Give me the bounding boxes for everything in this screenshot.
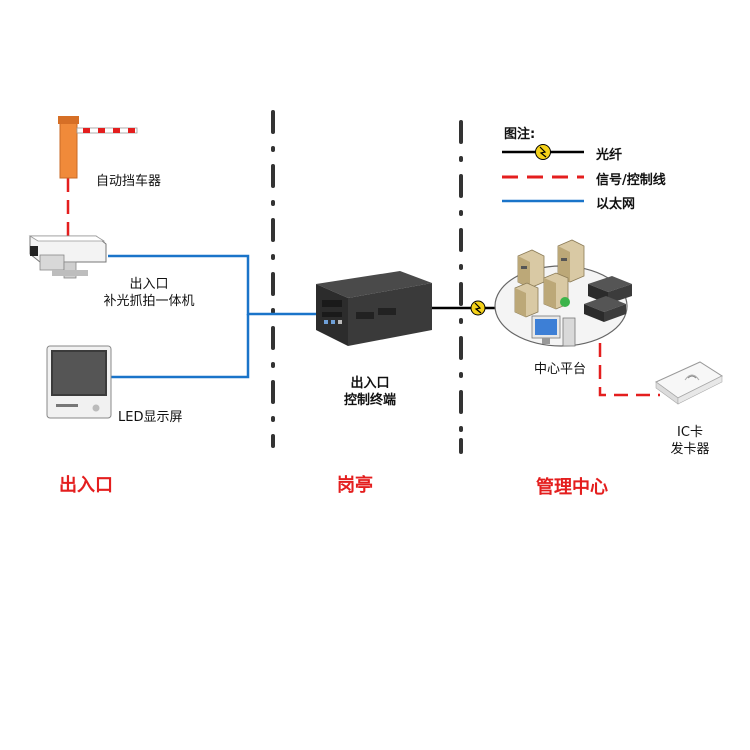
camera-label-line1: 出入口 (129, 277, 169, 292)
legend-label-fiber: 光纤 (596, 148, 623, 163)
legend (502, 144, 584, 203)
legend-title: 图注: (504, 127, 536, 142)
ic-label-line2: 发卡器 (670, 442, 710, 457)
barrier-gate-icon (58, 116, 138, 179)
ic-label-line1: IC卡 (677, 425, 703, 440)
terminal-label-line1: 出入口 (350, 376, 390, 391)
terminal-label-line2: 控制终端 (343, 393, 396, 408)
zone-label-booth: 岗亭 (337, 475, 373, 496)
platform-label: 中心平台 (533, 362, 586, 377)
legend-label-ethernet: 以太网 (596, 197, 636, 212)
server-icon (514, 239, 585, 318)
workstation-icon (531, 315, 576, 347)
ic-card-issuer-icon (655, 361, 724, 405)
fiber-link (432, 300, 504, 316)
control-terminal-icon (316, 271, 432, 346)
zone-label-center: 管理中心 (536, 477, 608, 498)
center-platform-icon (494, 239, 632, 347)
barrier-label: 自动挡车器 (96, 174, 162, 189)
storage-icon (584, 276, 632, 322)
signal-links (66, 178, 660, 397)
zone-label-entrance: 出入口 (59, 475, 113, 496)
capture-camera-icon (28, 235, 107, 279)
led-label: LED显示屏 (118, 410, 183, 425)
camera-label-line2: 补光抓拍一体机 (103, 294, 195, 309)
legend-label-signal: 信号/控制线 (596, 173, 666, 188)
ethernet-links (108, 254, 316, 379)
legend-fiber-line (502, 144, 584, 160)
led-display-icon (46, 345, 112, 419)
